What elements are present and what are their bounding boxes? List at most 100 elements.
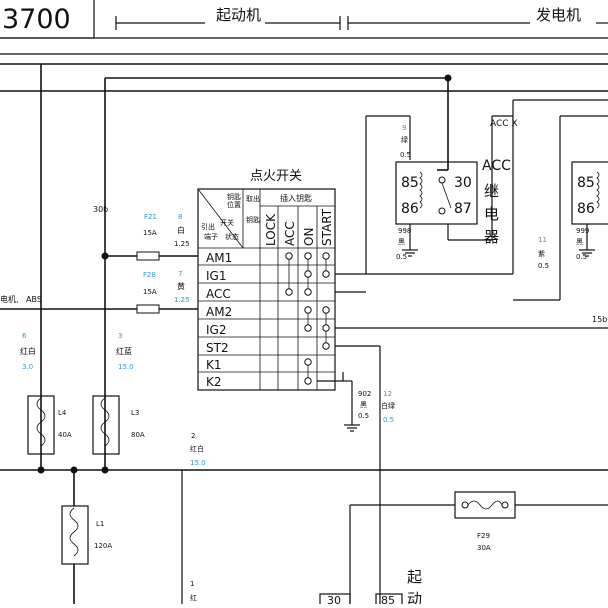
title-generator: 发电机 [536,6,581,24]
terminal-am1: AM1 [206,251,232,265]
wire-7-number: 7 [178,270,182,278]
wire-998-size: 0.5 [396,253,407,261]
wire-11-size: 0.5 [538,262,549,270]
terminal-ig1: IG1 [206,269,226,283]
fuse-l1: L1 120A [61,466,112,604]
starter-char-2: 动 [407,590,422,604]
relay-title-acc: ACC [482,158,511,174]
wire-11-number: 11 [538,236,547,244]
fuse-f21-rating: 15A [143,229,157,237]
switch-output-wires: 15b 902 黑 0.5 12 白绿 0.5 [317,99,608,604]
title-starter: 起动机 [216,6,261,24]
starter-char-1: 起 [407,568,422,586]
fuse-f28-name: F28 [143,271,156,279]
relay-title-char-2: 电 [484,205,499,223]
wire-8-size: 1.25 [174,240,190,248]
wire-7-color: 黄 [177,281,185,291]
wire-902-color: 黑 [360,401,367,409]
doc-id-box [0,0,95,39]
starter-pin-30: 30 [327,594,341,604]
fuse-l3-name: L3 [131,409,139,417]
terminal-st2: ST2 [206,341,229,355]
switch-title: 点火开关 [250,169,302,184]
fuse-l4-rating: 40A [58,431,72,439]
wire-999-number: 999 [576,227,589,235]
wire-999-color: 黑 [576,238,583,246]
wire-1-number: 1 [190,580,194,588]
relay-pin-86: 86 [401,201,419,217]
terminal-k2: K2 [206,375,222,389]
wire-9-color: 绿 [401,135,408,144]
header-switch: 开关 [220,218,234,227]
pos-lock: LOCK [264,213,278,246]
terminal-ig2: IG2 [206,323,226,337]
wire-7-size: 1.25 [174,296,190,304]
fuse-f29: F29 30A [349,491,608,604]
fuse-f21-name: F21 [144,213,157,221]
doc-id: 3700 [2,4,71,35]
wire-2-number: 2 [191,432,195,440]
right-relay-pin-85: 85 [577,175,595,191]
wire-902-size: 0.5 [358,412,369,420]
acc-x-label: ACC X [490,119,518,129]
wire-8-color: 白 [177,225,185,235]
header-lead: 引出 [201,222,215,231]
relay-pin-87: 87 [454,201,472,217]
wire-11-color: 紫 [538,250,545,258]
wire-2-color: 红白 [190,444,204,453]
fuse-l1-rating: 120A [94,542,112,550]
fuse-l4-name: L4 [58,409,67,417]
wire-998-number: 998 [398,227,411,235]
header-remove-key: 钥匙 [246,215,260,224]
wire-3-color: 红蓝 [116,346,132,356]
fuse-l4: 6 红白 3.0 L4 40A [20,332,72,474]
fuse-l3: 3 红蓝 15.0 L3 80A [92,332,145,474]
wire-1-color: 红 [190,593,197,602]
relay-title-char-3: 器 [484,228,499,246]
title-block: 3700 起动机 发电机 [0,0,608,55]
ignition-switch-table: 点火开关 钥匙 位置 开关 引出 端子 状态 取出 钥匙 插入钥匙 LOCK A… [197,169,336,391]
right-relay: 85 86 999 黑 0.5 [513,115,608,301]
wire-998-color: 黑 [398,238,405,246]
pos-start: START [320,208,334,246]
fuse-f28: F28 15A 7 黄 1.25 [136,270,190,314]
switch-contacts [285,252,330,385]
header-terminal: 端子 [204,232,218,241]
starter-pin-85: 85 [381,594,395,604]
wire-9-size: 0.5 [400,151,411,159]
wire-6-number: 6 [22,332,27,340]
wire-12-number: 12 [383,390,392,398]
acc-relay: 9 绿 0.5 85 86 30 87 998 黑 0.5 ACC 继 电 器 … [395,115,549,270]
wire-2-label: 2 红白 15.0 [190,432,206,467]
wire-2-size: 15.0 [190,459,206,467]
header-remove: 取出 [246,194,260,203]
wire-12-color: 白绿 [381,401,395,410]
terminal-acc: ACC [206,287,231,301]
wire-1-label: 1 红 [181,470,197,604]
wire-3-number: 3 [118,332,122,340]
wire-999-size: 0.5 [576,253,587,261]
label-30b: 30b [93,205,108,214]
fuse-l3-rating: 80A [131,431,145,439]
fuse-f29-name: F29 [477,532,490,540]
relay-pin-30: 30 [454,175,472,191]
wire-902-number: 902 [358,390,371,398]
label-abs: ABS [26,295,42,304]
relay-pin-85: 85 [401,175,419,191]
wire-9-number: 9 [402,124,406,132]
wire-8-number: 8 [178,213,182,221]
label-15b: 15b [592,315,607,324]
header-insert-key: 插入钥匙 [280,193,312,203]
wire-6-size: 3.0 [22,363,33,371]
right-relay-pin-86: 86 [577,201,595,217]
header-position: 位置 [227,200,241,209]
terminal-am2: AM2 [206,305,232,319]
fuse-f29-rating: 30A [477,544,491,552]
pos-on: ON [302,228,316,246]
wire-12-size: 0.5 [383,416,394,424]
relay-title-char-1: 继 [484,182,499,200]
header-state: 状态 [225,232,239,241]
fuse-l1-name: L1 [96,520,104,528]
